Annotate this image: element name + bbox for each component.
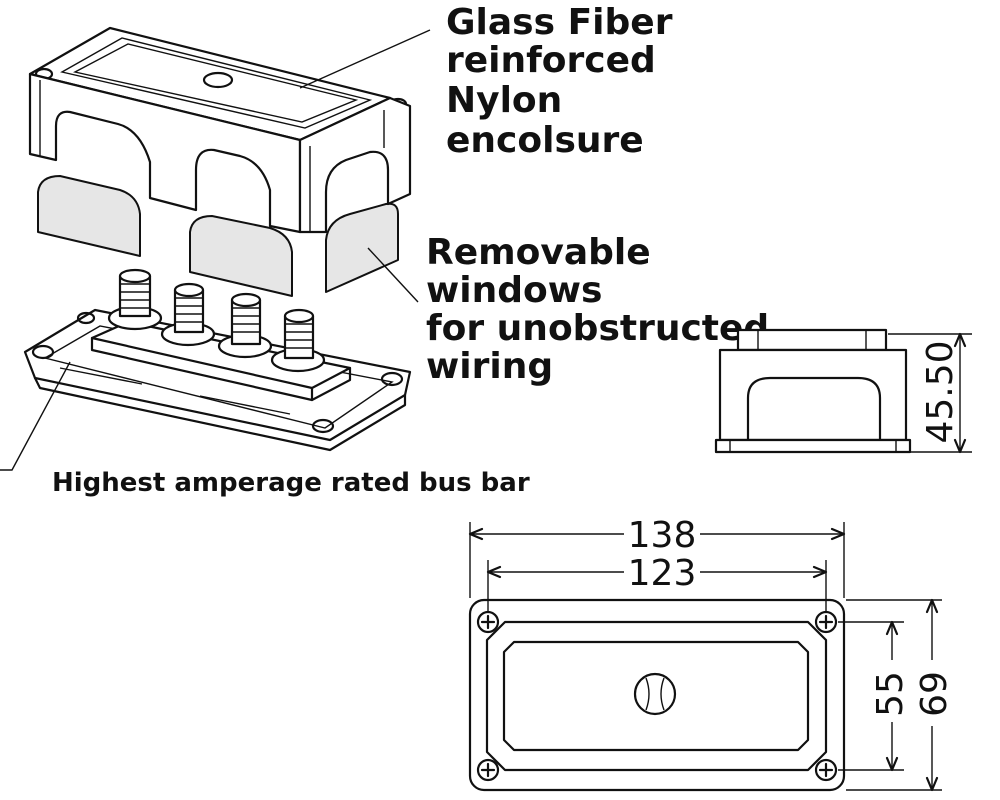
top-view: 138 123 55 69 (468, 515, 955, 792)
windows-callout-line-3: for unobstructed (426, 308, 769, 349)
screw-top-left (476, 610, 500, 634)
screw-bottom-right (814, 758, 838, 782)
outer-width-label: 138 (628, 515, 697, 556)
side-view: 45.50 (714, 328, 972, 454)
screw-top-right (814, 610, 838, 634)
enclosure-cover (28, 26, 412, 234)
removable-window-3 (325, 202, 399, 293)
outer-height-label: 69 (914, 671, 955, 717)
hole-width-label: 123 (628, 553, 697, 594)
bus-bar-block (90, 320, 352, 402)
leader-lines (0, 29, 431, 471)
windows-leader (367, 247, 419, 303)
exploded-assembly (23, 26, 412, 452)
stud-1 (107, 268, 163, 331)
stud-4 (270, 308, 326, 373)
enclosure-callout-line-3: Nylon (446, 80, 562, 121)
enclosure-leader (299, 29, 431, 89)
stud-3 (217, 292, 273, 359)
windows-callout-line-4: wiring (426, 346, 553, 387)
windows-callout-line-1: Removable (426, 232, 651, 273)
hole-height-label: 55 (870, 671, 911, 717)
enclosure-callout: Glass Fiber reinforced Nylon encolsure (446, 2, 685, 161)
windows-callout: Removable windows for unobstructed wirin… (426, 232, 782, 387)
removable-window-1 (37, 175, 141, 257)
enclosure-callout-line-4: encolsure (446, 120, 644, 161)
base-plate (23, 308, 412, 452)
stud-2 (160, 282, 216, 347)
enclosure-callout-line-1: Glass Fiber (446, 2, 673, 43)
enclosure-callout-line-2: reinforced (446, 40, 656, 81)
windows-callout-line-2: windows (426, 270, 602, 311)
busbar-callout: Highest amperage rated bus bar (52, 468, 530, 498)
height-dimension-label: 45.50 (920, 340, 961, 443)
busbar-leader (0, 361, 71, 471)
removable-window-2 (189, 215, 293, 297)
screw-bottom-left (476, 758, 500, 782)
